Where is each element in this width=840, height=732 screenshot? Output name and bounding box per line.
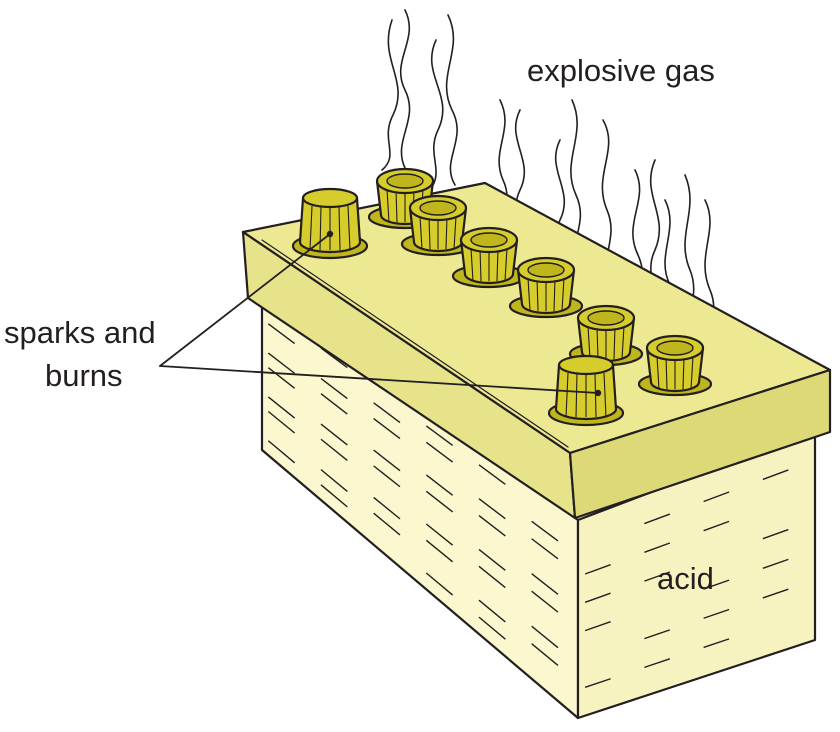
hatch-mark — [644, 542, 671, 553]
hatch-mark — [425, 441, 454, 463]
hatch-mark — [373, 512, 401, 536]
terminal-posts — [291, 167, 713, 427]
terminal-post-icon — [451, 226, 527, 289]
hatch-mark — [425, 523, 454, 546]
battery-lid-side — [568, 368, 832, 520]
hatch-mark — [584, 592, 611, 603]
hatch-mark — [644, 658, 671, 669]
hatch-mark — [478, 464, 506, 485]
hatch-mark — [644, 571, 671, 582]
hatch-mark — [267, 323, 296, 345]
hatch-mark — [762, 528, 789, 540]
hatch-mark — [373, 449, 401, 472]
hatch-mark — [703, 638, 730, 649]
hatch-mark — [373, 496, 401, 520]
hatch-mark — [478, 565, 506, 589]
hatch-mark — [584, 564, 611, 575]
leader-line-right-terminal — [159, 365, 599, 394]
hatch-mark — [425, 425, 454, 446]
leader-dot — [326, 230, 334, 238]
hatch-mark — [267, 440, 296, 464]
hatch-mark — [320, 438, 348, 461]
terminal-post-icon — [637, 334, 713, 397]
hatch-mark — [425, 572, 454, 596]
hatch-mark — [373, 418, 401, 440]
hatch-mark — [425, 539, 454, 563]
hatch-mark — [478, 599, 506, 623]
terminal-post-icon — [291, 187, 369, 260]
hatch-mark — [644, 513, 671, 525]
label-acid: acid — [657, 561, 714, 596]
gas-fume-icon — [381, 19, 399, 171]
hatch-mark — [644, 629, 671, 640]
label-burns: burns — [45, 358, 123, 393]
hatch-mark — [762, 588, 789, 599]
hatch-mark — [531, 520, 559, 542]
hatch-mark — [703, 491, 730, 503]
hatch-mark — [267, 410, 296, 434]
hatch-mark — [584, 621, 611, 632]
terminal-post-icon — [508, 256, 584, 319]
hatch-mark — [531, 573, 559, 595]
hatch-mark — [478, 616, 506, 640]
leader-dot — [594, 389, 602, 397]
gas-fume-icon — [445, 14, 458, 186]
hatch-mark — [320, 484, 348, 508]
hatch-mark — [478, 515, 506, 537]
hatch-mark — [531, 590, 559, 613]
hatch-mark — [425, 490, 454, 513]
hatch-mark — [320, 469, 348, 492]
case-side-hatching — [584, 469, 789, 688]
hatch-mark — [531, 643, 559, 667]
leader-line-left-terminal — [159, 233, 331, 367]
hatch-mark — [531, 625, 559, 649]
gas-fume-icon — [429, 39, 444, 191]
terminal-post-icon — [400, 194, 476, 257]
hatch-mark — [478, 548, 506, 571]
case-front-hatching — [267, 308, 559, 667]
hatch-mark — [320, 423, 348, 446]
hatch-mark — [531, 538, 559, 560]
hatch-mark — [267, 396, 296, 419]
leader-lines — [159, 230, 602, 397]
hatch-mark — [584, 678, 611, 688]
hatch-mark — [373, 465, 401, 488]
lid-edge-line — [261, 239, 569, 448]
label-sparks-and: sparks and — [4, 315, 156, 350]
gas-fume-icon — [399, 9, 411, 169]
terminal-post-icon — [547, 354, 625, 427]
hatch-mark — [320, 377, 348, 400]
hatch-mark — [320, 393, 348, 415]
battery-icon — [241, 181, 832, 720]
hatch-mark — [703, 520, 730, 532]
hatch-mark — [762, 558, 789, 569]
hatch-mark — [478, 498, 506, 520]
hatch-mark — [425, 474, 454, 496]
hatch-mark — [703, 608, 730, 619]
hatch-mark — [373, 402, 401, 424]
label-explosive-gas: explosive gas — [527, 53, 715, 88]
hatch-mark — [267, 352, 296, 374]
hatch-mark — [267, 367, 296, 389]
hatch-mark — [762, 469, 789, 481]
hatch-mark — [703, 579, 730, 590]
